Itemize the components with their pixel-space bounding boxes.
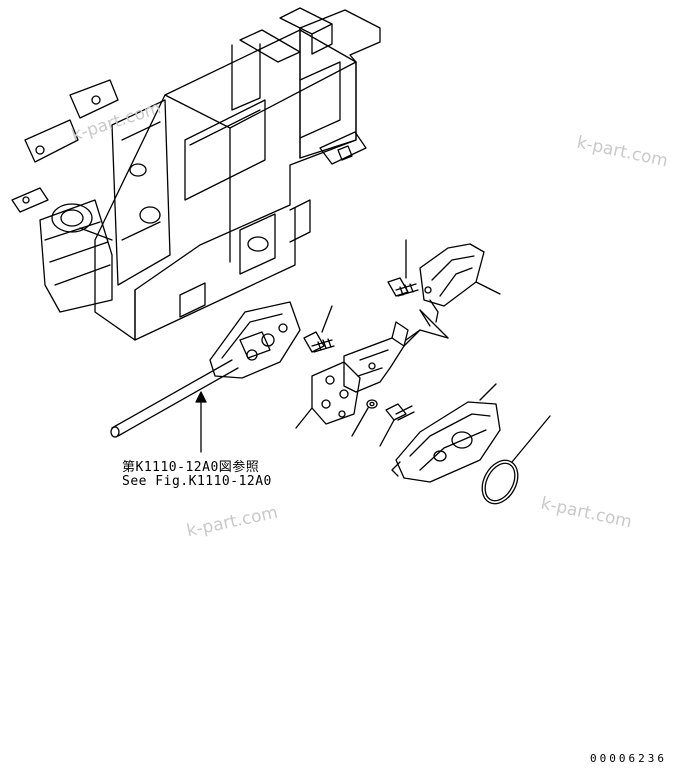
- cover-upper: [419, 243, 501, 323]
- washer: [351, 399, 378, 437]
- console-frame: [11, 7, 381, 341]
- mounting-plate: [295, 361, 361, 429]
- bolt-upper: [387, 239, 419, 297]
- seal-ring: [481, 415, 551, 505]
- diagram-id: 00006236: [590, 752, 667, 765]
- reference-label-jp: 第K1110-12A0図参照: [122, 460, 260, 475]
- bolt-middle: [303, 305, 335, 353]
- reference-label-en: See Fig.K1110-12A0: [122, 474, 272, 489]
- cable-assembly: [110, 301, 301, 453]
- cover-lower: [391, 383, 501, 483]
- leader-line: [405, 329, 421, 341]
- bolt-lower: [379, 403, 415, 447]
